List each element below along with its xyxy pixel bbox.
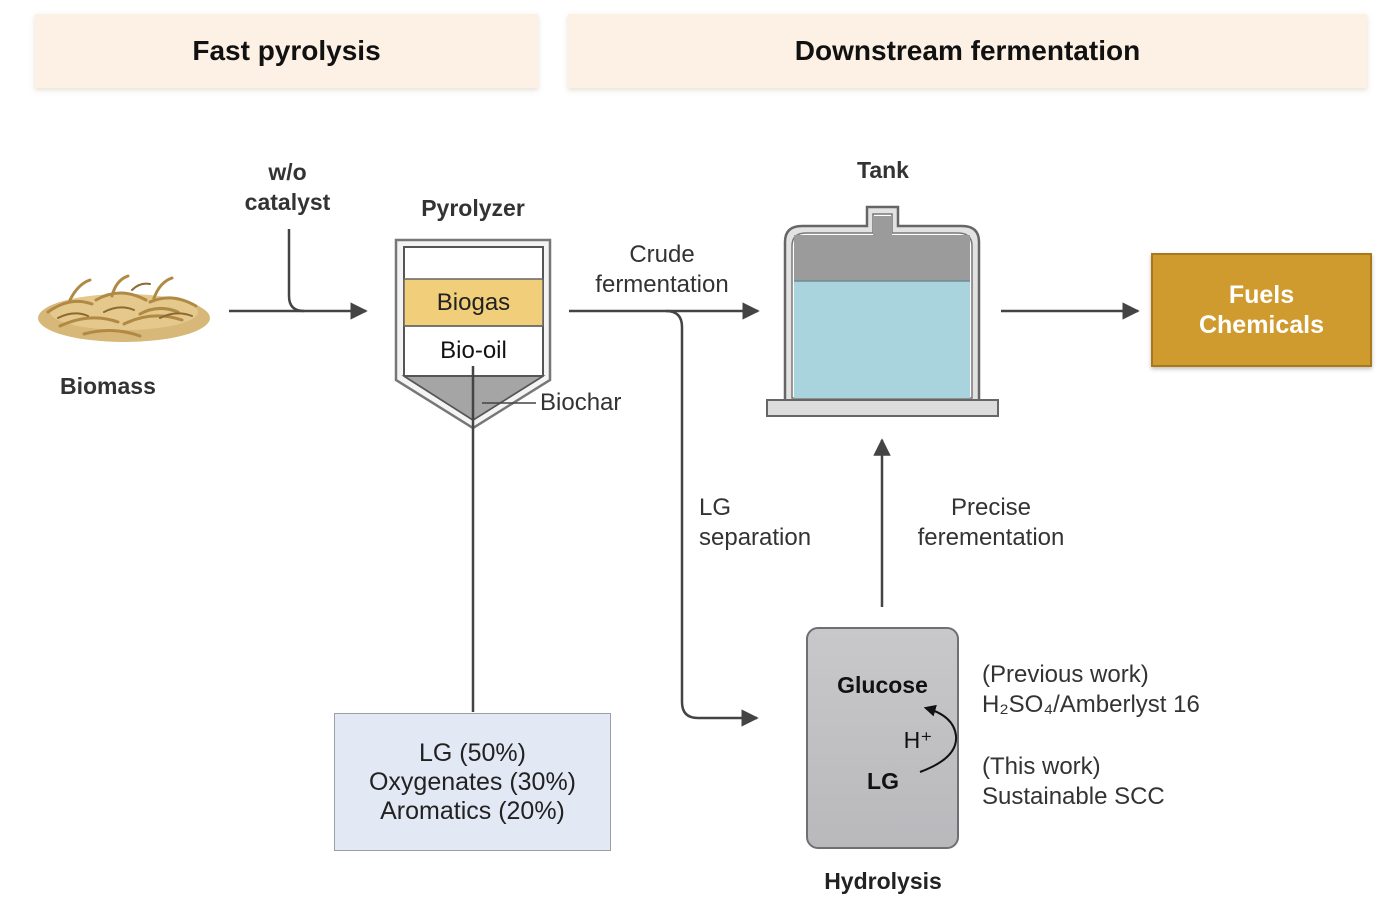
composition-box: LG (50%) Oxygenates (30%) Aromatics (20%…: [334, 713, 611, 851]
previous-work-label: (Previous work): [982, 661, 1149, 688]
catalyst-label: w/o catalyst: [220, 157, 355, 217]
products-box: Fuels Chemicals: [1151, 253, 1372, 367]
hydrolysis-reactor: [806, 627, 959, 849]
lg-label: LG: [867, 768, 899, 794]
header-fast-pyrolysis-text: Fast pyrolysis: [192, 35, 381, 66]
crude-line2: fermentation: [595, 271, 729, 298]
previous-work-value: H₂SO₄/Amberlyst 16: [982, 691, 1200, 718]
biomass-label: Biomass: [60, 373, 156, 399]
biogas-label: Biogas: [436, 289, 511, 316]
crude-line1: Crude: [629, 241, 695, 268]
lg-separation-line1: LG: [699, 494, 732, 521]
curved-arrow-icon: [919, 704, 958, 773]
this-work-note: (This work) Sustainable SCC: [982, 752, 1282, 812]
composition-line1: LG (50%): [419, 738, 526, 767]
lg-separation-line2: separation: [699, 524, 812, 551]
pyrolyzer-title: Pyrolyzer: [421, 195, 525, 221]
this-work-value: Sustainable SCC: [982, 783, 1165, 810]
pyrolyzer-vessel: [394, 238, 552, 430]
precise-fermentation-label: Precise ferementation: [896, 493, 1086, 553]
hydrolysis-title: Hydrolysis: [824, 868, 942, 894]
precise-line2: ferementation: [917, 524, 1065, 551]
composition-line3: Aromatics (20%): [380, 796, 565, 825]
previous-work-note: (Previous work) H₂SO₄/Amberlyst 16: [982, 660, 1282, 720]
catalyst-line2: catalyst: [244, 189, 331, 215]
catalyst-connector: [287, 229, 305, 313]
arrow-lg-separation: [665, 309, 759, 727]
tank-vessel: [766, 205, 999, 417]
products-line1: Fuels: [1228, 281, 1295, 309]
this-work-label: (This work): [982, 753, 1101, 780]
crude-fermentation-label: Crude fermentation: [572, 240, 752, 300]
tank-title: Tank: [857, 157, 909, 183]
precise-line1: Precise: [950, 494, 1032, 521]
header-downstream-fermentation-text: Downstream fermentation: [794, 35, 1141, 66]
lg-separation-label: LG separation: [699, 493, 849, 553]
biochar-label: Biochar: [540, 389, 622, 416]
header-fast-pyrolysis: Fast pyrolysis: [35, 14, 538, 88]
glucose-label: Glucose: [837, 672, 928, 698]
catalyst-line1: w/o: [268, 159, 307, 185]
header-downstream-fermentation: Downstream fermentation: [568, 14, 1367, 88]
products-line2: Chemicals: [1198, 311, 1325, 339]
h-plus-label: H⁺: [903, 727, 933, 753]
biomass-icon: [38, 274, 210, 342]
composition-line2: Oxygenates (30%): [368, 767, 577, 796]
bio-oil-label: Bio-oil: [440, 337, 507, 364]
